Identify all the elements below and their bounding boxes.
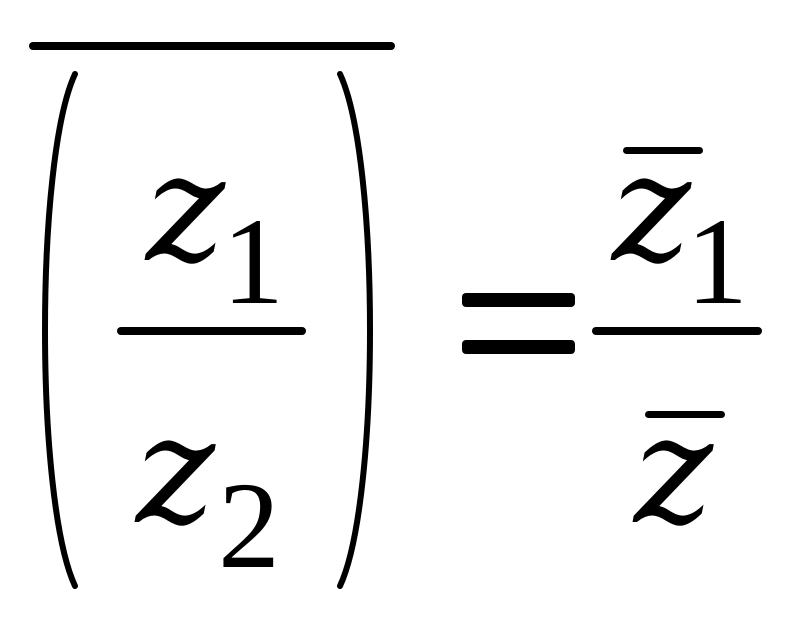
lhs-numerator-subscript: 1 — [222, 193, 284, 330]
rhs-numerator-subscript: 1 — [686, 193, 748, 330]
lhs-denominator-variable: z — [136, 384, 216, 558]
lhs-fraction-bar — [117, 327, 306, 335]
equals-sign-top-bar — [462, 293, 575, 307]
rhs-numerator-variable: z — [612, 122, 692, 296]
rhs-denominator-variable: z — [634, 384, 714, 558]
left-parenthesis — [42, 71, 78, 589]
lhs-numerator-variable: z — [146, 122, 226, 296]
rhs-denominator-overline — [645, 411, 725, 418]
right-parenthesis — [337, 71, 373, 589]
lhs-overline — [29, 42, 395, 50]
equals-sign-bottom-bar — [462, 340, 575, 354]
lhs-denominator-subscript: 2 — [218, 457, 280, 594]
rhs-fraction-bar — [592, 327, 762, 335]
rhs-numerator-overline — [623, 147, 703, 154]
